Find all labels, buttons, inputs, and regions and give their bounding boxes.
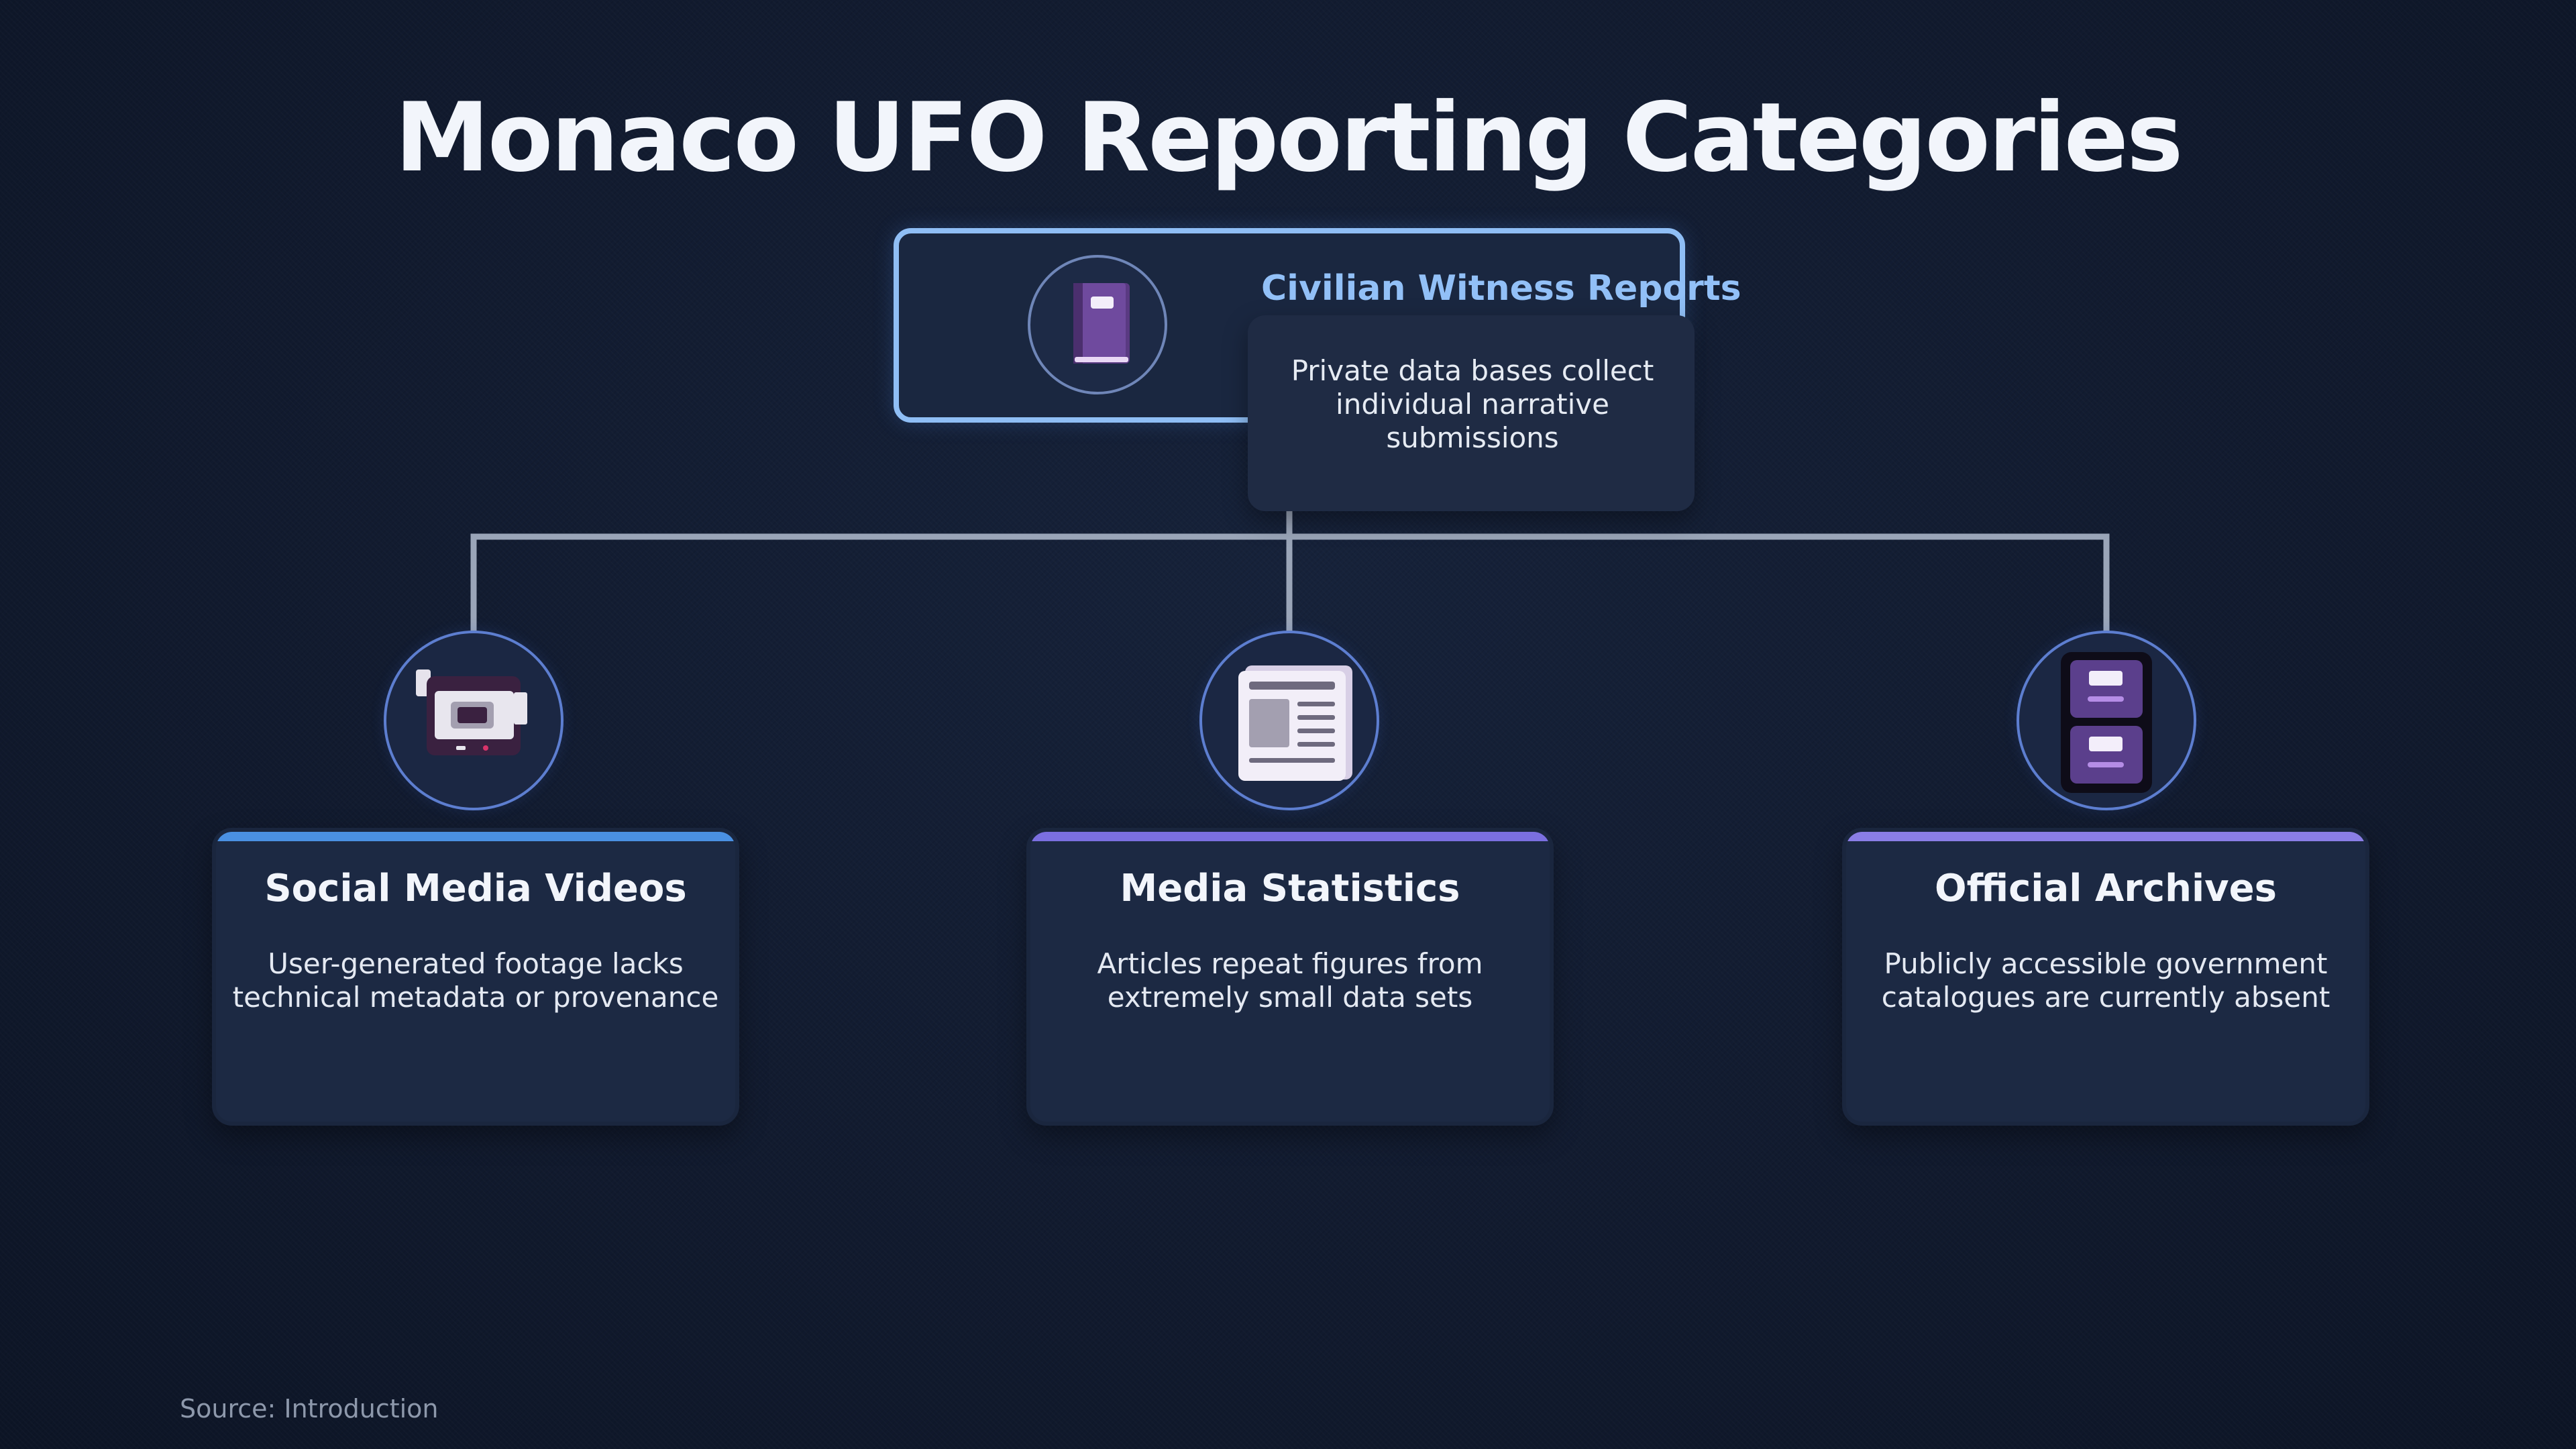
root-description-panel xyxy=(1248,315,1695,511)
social-media-title: Social Media Videos xyxy=(264,867,687,910)
card-accent-bar xyxy=(1846,832,2365,841)
official-archives-icon-circle xyxy=(2017,631,2196,810)
newspaper-icon xyxy=(1238,665,1352,781)
social-media-card: Social Media Videos User-generated foota… xyxy=(212,828,739,1126)
root-title: Civilian Witness Reports xyxy=(1261,268,1741,309)
root-description: Private data bases collect individual na… xyxy=(1291,354,1654,454)
social-media-icon-circle xyxy=(384,631,564,810)
file-cabinet-icon xyxy=(2061,652,2152,793)
root-icon-circle xyxy=(1028,255,1167,394)
source-note: Source: Introduction xyxy=(180,1394,439,1424)
page-title: Monaco UFO Reporting Categories xyxy=(394,83,2184,193)
official-archives-title: Official Archives xyxy=(1935,867,2277,910)
media-statistics-icon-circle xyxy=(1199,631,1379,810)
media-statistics-title: Media Statistics xyxy=(1120,867,1460,910)
official-archives-description: Publicly accessible government catalogue… xyxy=(1881,947,2330,1014)
media-statistics-card: Media Statistics Articles repeat figures… xyxy=(1026,828,1554,1126)
social-media-description: User-generated footage lacks technical m… xyxy=(232,947,719,1014)
video-camera-icon xyxy=(416,669,527,755)
official-archives-card: Official Archives Publicly accessible go… xyxy=(1842,828,2369,1126)
notebook-icon xyxy=(1073,283,1130,364)
card-accent-bar xyxy=(1030,832,1550,841)
media-statistics-description: Articles repeat figures from extremely s… xyxy=(1097,947,1483,1014)
card-accent-bar xyxy=(216,832,735,841)
